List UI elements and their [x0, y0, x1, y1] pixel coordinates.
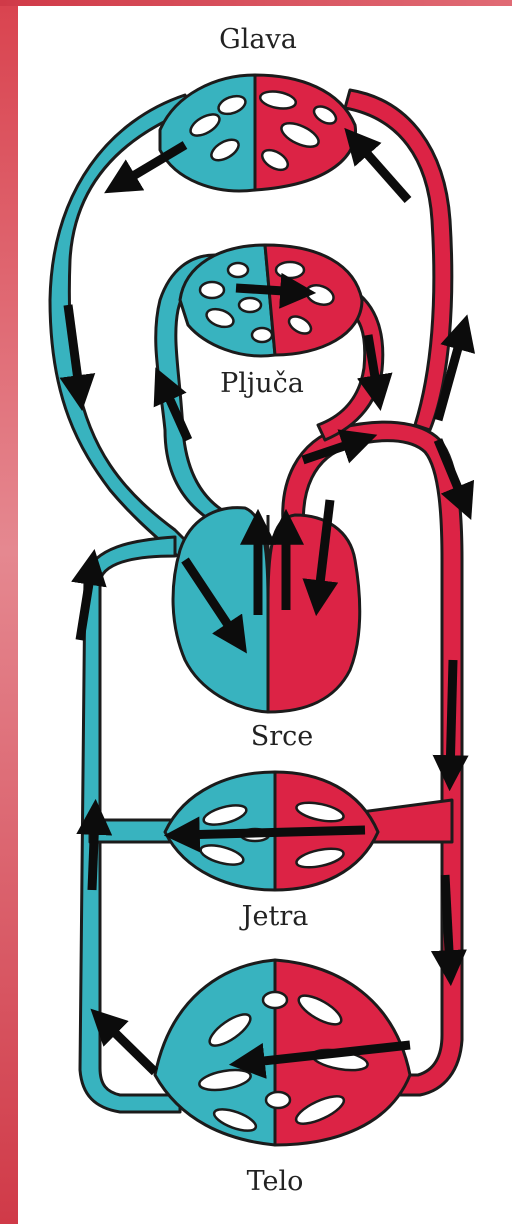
- label-glava: Glava: [219, 24, 297, 55]
- label-telo: Telo: [247, 1166, 304, 1197]
- flow-arrow: [236, 288, 300, 292]
- label-srce: Srce: [251, 721, 314, 752]
- flow-arrow: [355, 140, 408, 200]
- flow-arrow: [450, 660, 453, 775]
- flow-arrow: [102, 1020, 155, 1072]
- label-pluca: Pljuča: [220, 368, 304, 399]
- flow-arrow: [180, 830, 365, 835]
- label-jetra: Jetra: [239, 901, 309, 932]
- flow-arrow: [445, 875, 450, 970]
- flow-arrow: [92, 815, 95, 890]
